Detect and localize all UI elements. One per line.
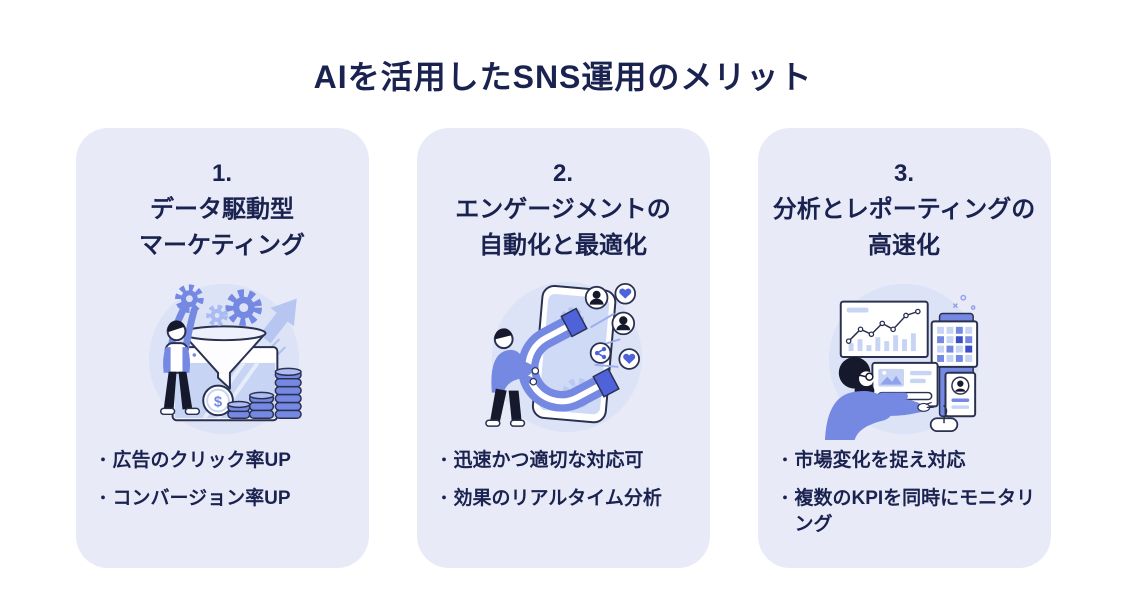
heart-icon <box>618 348 640 370</box>
user-avatar-icon <box>584 285 609 310</box>
bullet-text: 市場変化を捉え対応 <box>794 450 966 471</box>
heart-icon <box>614 282 637 305</box>
bullet-item: ・ 効果のリアルタイム分析 <box>437 486 700 513</box>
media-panel <box>871 361 939 408</box>
bullet-marker: ・ <box>436 489 452 507</box>
dollar-coin-icon: $ <box>202 384 234 417</box>
card-heading: 2. エンゲージメントの 自動化と最適化 <box>417 156 710 264</box>
card-bullet-list: ・ 広告のクリック率UP ・ コンバージョン率UP <box>76 448 369 512</box>
person-analyst <box>824 356 934 440</box>
bullet-item: ・ 広告のクリック率UP <box>96 448 359 475</box>
person-raising-gear <box>159 304 201 416</box>
person-pushing-magnet <box>485 328 540 427</box>
bullet-item: ・ コンバージョン率UP <box>96 486 359 513</box>
funnel-icon <box>181 325 267 390</box>
line-chart-panel <box>839 300 929 358</box>
card-title-line: エンゲージメントの <box>455 196 671 223</box>
bullet-marker: ・ <box>95 452 111 469</box>
user-avatar-icon <box>611 311 636 336</box>
bullet-marker: ・ <box>777 452 793 469</box>
card-bullet-list: ・ 市場変化を捉え対応 ・ 複数のKPIを同時にモニタリング <box>758 448 1051 539</box>
card-number: 3. <box>893 160 914 187</box>
card-analytics-reporting: 3. 分析とレポーティングの 高速化 <box>757 128 1051 568</box>
card-bullet-list: ・ 迅速かつ適切な対応可 ・ 効果のリアルタイム分析 <box>417 448 710 512</box>
bullet-text: 迅速かつ適切な対応可 <box>453 450 644 471</box>
bullet-item: ・ 市場変化を捉え対応 <box>778 448 1041 475</box>
bullet-item: ・ 迅速かつ適切な対応可 <box>437 448 700 475</box>
growth-arrow-icon <box>259 298 297 344</box>
analytics-dashboards-illustration <box>824 283 980 440</box>
card-heading: 1. データ駆動型 マーケティング <box>76 156 369 264</box>
bullet-marker: ・ <box>436 452 452 469</box>
card-title-line: データ駆動型 <box>150 196 294 223</box>
card-number: 2. <box>552 160 573 187</box>
card-title-line: 分析とレポーティングの <box>772 196 1036 223</box>
card-data-driven-marketing: 1. データ駆動型 マーケティング <box>75 128 369 568</box>
magnet-engagement-illustration <box>485 281 643 433</box>
profile-panel <box>944 371 977 418</box>
svg-text:$: $ <box>214 394 223 410</box>
bullet-text: 複数のKPIを同時にモニタリング <box>794 487 1036 536</box>
card-engagement-automation: 2. エンゲージメントの 自動化と最適化 <box>416 128 710 568</box>
bullet-item: ・ 複数のKPIを同時にモニタリング <box>778 486 1041 539</box>
card-heading: 3. 分析とレポーティングの 高速化 <box>758 156 1051 264</box>
page-title: AIを活用したSNS運用のメリット <box>313 59 813 95</box>
card-number: 1. <box>211 160 232 187</box>
gear-icon <box>206 304 228 327</box>
gear-icon <box>225 289 263 326</box>
funnel-gears-coins-illustration: $ <box>148 283 302 435</box>
computer-mouse-icon <box>929 404 959 432</box>
card-title-line: 自動化と最適化 <box>479 232 647 259</box>
benefit-cards: 1. データ駆動型 マーケティング <box>0 128 1126 568</box>
bullet-marker: ・ <box>777 489 793 507</box>
bullet-marker: ・ <box>95 489 111 507</box>
card-title-line: マーケティング <box>138 232 306 259</box>
bullet-text: 広告のクリック率UP <box>112 450 291 471</box>
coin-stacks-icon <box>227 367 302 419</box>
bullet-text: 効果のリアルタイム分析 <box>453 487 662 509</box>
heatmap-panel <box>930 320 979 368</box>
gear-icon <box>175 284 204 314</box>
share-icon <box>589 342 612 364</box>
bullet-text: コンバージョン率UP <box>112 487 291 509</box>
card-title-line: 高速化 <box>868 232 940 259</box>
